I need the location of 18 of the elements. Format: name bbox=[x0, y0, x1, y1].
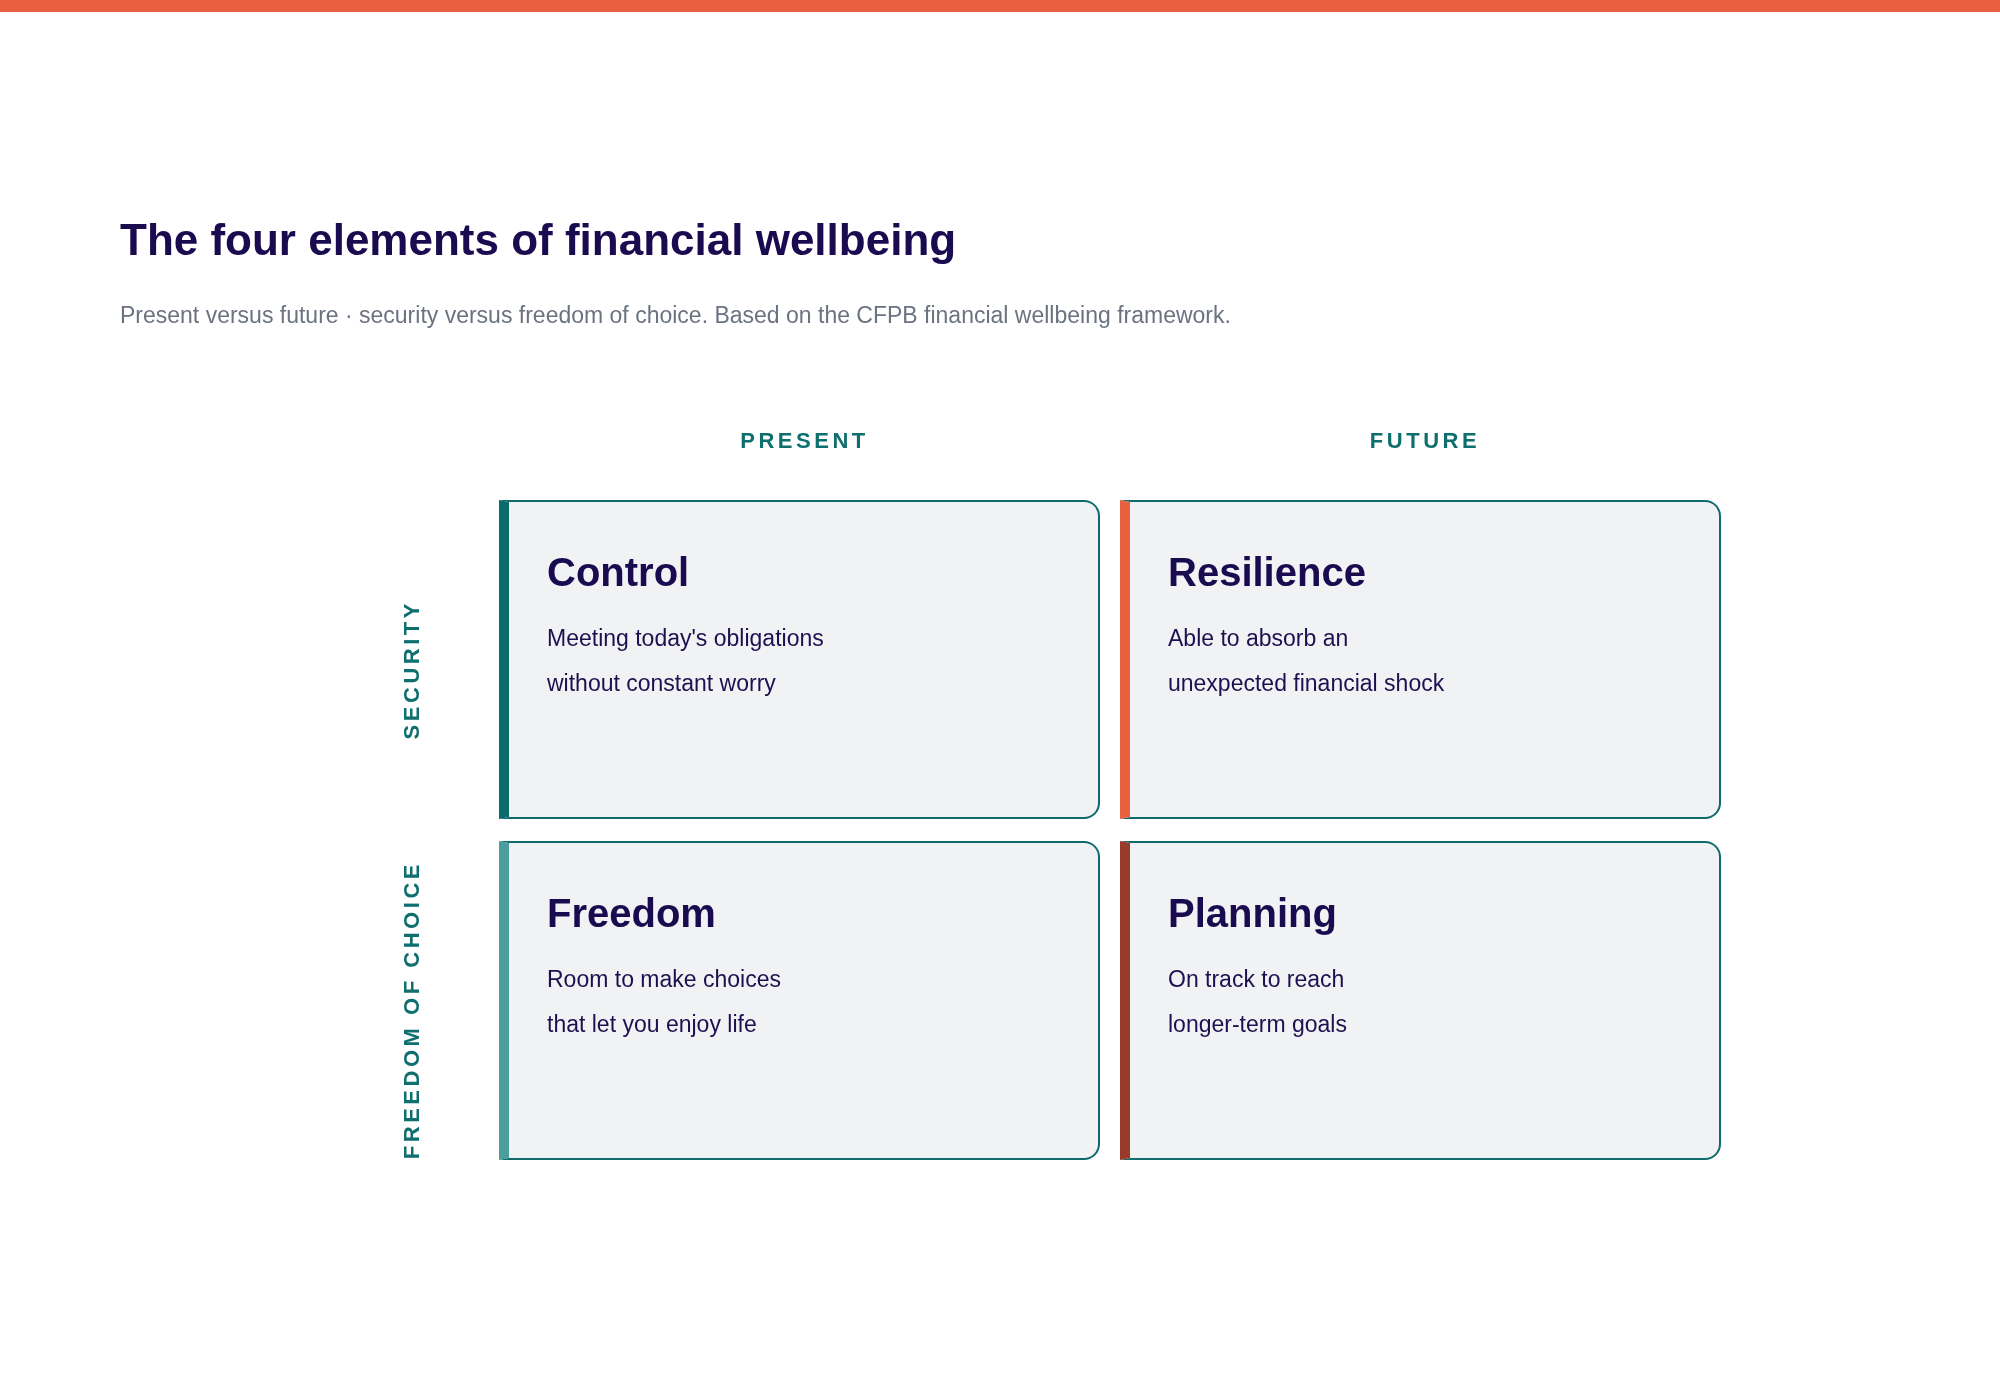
card-heading: Planning bbox=[1168, 890, 1337, 937]
quadrant-card bbox=[1120, 500, 1721, 819]
card-description: Meeting today's obligations without constant worry bbox=[547, 624, 825, 698]
quadrant-card bbox=[499, 841, 1100, 1160]
quadrant-card bbox=[499, 500, 1100, 819]
card-description: Able to absorb an unexpected financial shock bbox=[1168, 624, 1446, 698]
column-heading: FUTURE bbox=[1369, 427, 1481, 455]
row-heading: SECURITY bbox=[397, 599, 425, 740]
quadrant-card bbox=[1120, 841, 1721, 1160]
row-heading: FREEDOM OF CHOICE bbox=[397, 861, 425, 1160]
card-heading: Resilience bbox=[1168, 549, 1366, 596]
subtitle: Present versus future · security versus freedom of choice. Based on the CFPB financial wellbeing framework. bbox=[120, 302, 1231, 328]
card-description: On track to reach longer-term goals bbox=[1168, 965, 1348, 1039]
card-heading: Freedom bbox=[547, 890, 716, 937]
column-heading: PRESENT bbox=[740, 427, 869, 455]
card-description: Room to make choices that let you enjoy life bbox=[547, 965, 782, 1039]
title: The four elements of financial wellbeing bbox=[120, 214, 957, 266]
card-heading: Control bbox=[547, 549, 690, 596]
